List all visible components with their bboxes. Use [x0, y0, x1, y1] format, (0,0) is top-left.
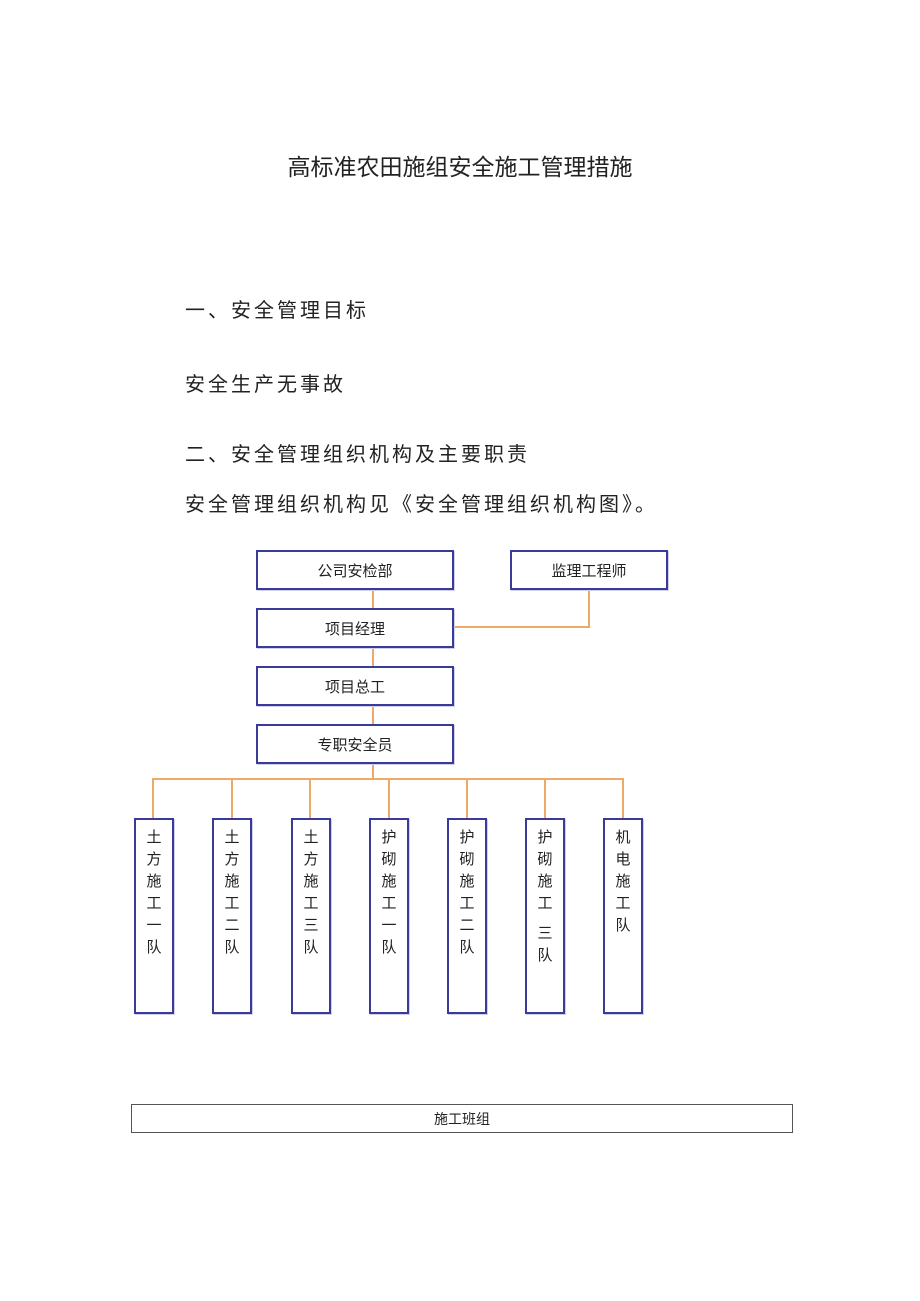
- team-char: 施: [224, 872, 240, 890]
- team-char: 队: [459, 938, 475, 956]
- team-char: 护: [381, 828, 397, 846]
- team-box-revetment-1: 护 砌 施 工 一 队: [369, 818, 409, 1014]
- team-char: 施: [146, 872, 162, 890]
- team-char: 机: [615, 828, 631, 846]
- construction-crew-box: 施工班组: [131, 1104, 793, 1133]
- connector-chief-to-officer: [372, 704, 374, 725]
- team-char: 施: [303, 872, 319, 890]
- team-char: 施: [459, 872, 475, 890]
- team-char: 电: [615, 850, 631, 868]
- connector-supervisor-to-manager: [452, 626, 590, 628]
- connector-team-6: [544, 778, 546, 820]
- section-text-1: 安全生产无事故: [185, 372, 346, 396]
- section-heading-2: 二、安全管理组织机构及主要职责: [185, 442, 530, 466]
- document-title: 高标准农田施组安全施工管理措施: [287, 155, 633, 181]
- team-char: 三: [537, 924, 553, 942]
- team-char: 方: [146, 850, 162, 868]
- team-char: 工: [146, 894, 162, 912]
- connector-team-1: [152, 778, 154, 820]
- team-char: 二: [459, 916, 475, 934]
- connector-team-7: [622, 778, 624, 820]
- team-box-revetment-2: 护 砌 施 工 二 队: [447, 818, 487, 1014]
- team-char: 三: [303, 916, 319, 934]
- team-char: 方: [303, 850, 319, 868]
- team-char: 队: [303, 938, 319, 956]
- team-char: 施: [381, 872, 397, 890]
- team-char: 一: [381, 916, 397, 934]
- team-box-revetment-3: 护 砌 施 工 三 队: [525, 818, 565, 1014]
- team-box-electromechanical: 机 电 施 工 队: [603, 818, 643, 1014]
- team-char: 方: [224, 850, 240, 868]
- team-char: 施: [615, 872, 631, 890]
- team-char: 砌: [459, 850, 475, 868]
- connector-manager-to-chief: [372, 647, 374, 667]
- team-char: 一: [146, 916, 162, 934]
- project-manager-box: 项目经理: [256, 608, 454, 648]
- company-safety-box: 公司安检部: [256, 550, 454, 590]
- team-box-earthwork-2: 土 方 施 工 二 队: [212, 818, 252, 1014]
- team-char: 护: [459, 828, 475, 846]
- team-char: 土: [224, 828, 240, 846]
- connector-team-5: [466, 778, 468, 820]
- team-char: 土: [146, 828, 162, 846]
- team-char: 工: [615, 894, 631, 912]
- connector-team-2: [231, 778, 233, 820]
- team-char: 砌: [381, 850, 397, 868]
- team-char: 工: [459, 894, 475, 912]
- team-char: 工: [303, 894, 319, 912]
- team-box-earthwork-1: 土 方 施 工 一 队: [134, 818, 174, 1014]
- team-char: 队: [381, 938, 397, 956]
- chief-engineer-box: 项目总工: [256, 666, 454, 706]
- team-char: 队: [537, 946, 553, 964]
- section-heading-1: 一、安全管理目标: [185, 298, 369, 322]
- team-char: 施: [537, 872, 553, 890]
- section-text-2: 安全管理组织机构见《安全管理组织机构图》。: [185, 492, 658, 516]
- team-char: 队: [146, 938, 162, 956]
- team-char: 砌: [537, 850, 553, 868]
- connector-supervisor-down: [588, 588, 590, 628]
- connector-team-3: [309, 778, 311, 820]
- team-char: 工: [224, 894, 240, 912]
- team-char: 队: [224, 938, 240, 956]
- team-char: 护: [537, 828, 553, 846]
- connector-officer-down: [372, 762, 374, 779]
- team-char: 工: [381, 894, 397, 912]
- connector-company-to-manager: [372, 588, 374, 608]
- team-char: 队: [615, 916, 631, 934]
- team-char: 土: [303, 828, 319, 846]
- team-char: 工: [537, 894, 553, 912]
- connector-team-4: [388, 778, 390, 820]
- supervisor-box: 监理工程师: [510, 550, 668, 590]
- team-char: 二: [224, 916, 240, 934]
- team-box-earthwork-3: 土 方 施 工 三 队: [291, 818, 331, 1014]
- safety-officer-box: 专职安全员: [256, 724, 454, 764]
